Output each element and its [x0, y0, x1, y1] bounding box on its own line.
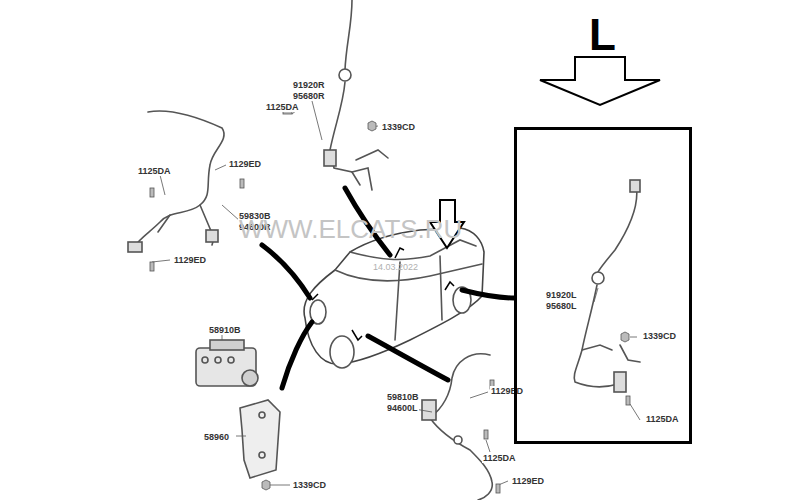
view-letter: L [588, 12, 617, 58]
callout-number: 1129ED [490, 386, 524, 396]
callout-number: 1125DA [645, 414, 680, 424]
watermark: WWW.ELCATS.RU [238, 214, 463, 244]
callout-number: 58910B [208, 325, 242, 335]
callout-number: 1339CD [381, 122, 416, 132]
callout-number: 1125DA [482, 453, 517, 463]
callout-number: 94600L [386, 403, 419, 413]
callout-number: 1125DA [265, 102, 300, 112]
callout-number: 1129ED [173, 255, 207, 265]
callout-number: 95680L [545, 301, 578, 311]
callout-number: 1129ED [511, 476, 545, 486]
callout-number: 59810B [386, 392, 420, 402]
callout-number: 58960 [203, 432, 230, 442]
callout-number: 1339CD [642, 331, 677, 341]
date-watermark: 14.03.2022 [372, 262, 419, 272]
callout-number: 91920L [545, 290, 578, 300]
callout-number: 95680R [292, 91, 326, 101]
detail-frame: L91920L95680L1339CD1125DA [514, 127, 692, 444]
callout-number: 1129ED [228, 159, 262, 169]
callout-number: 91920R [292, 80, 326, 90]
callout-number: 1125DA [137, 166, 172, 176]
callout-number: 1339CD [292, 480, 327, 490]
